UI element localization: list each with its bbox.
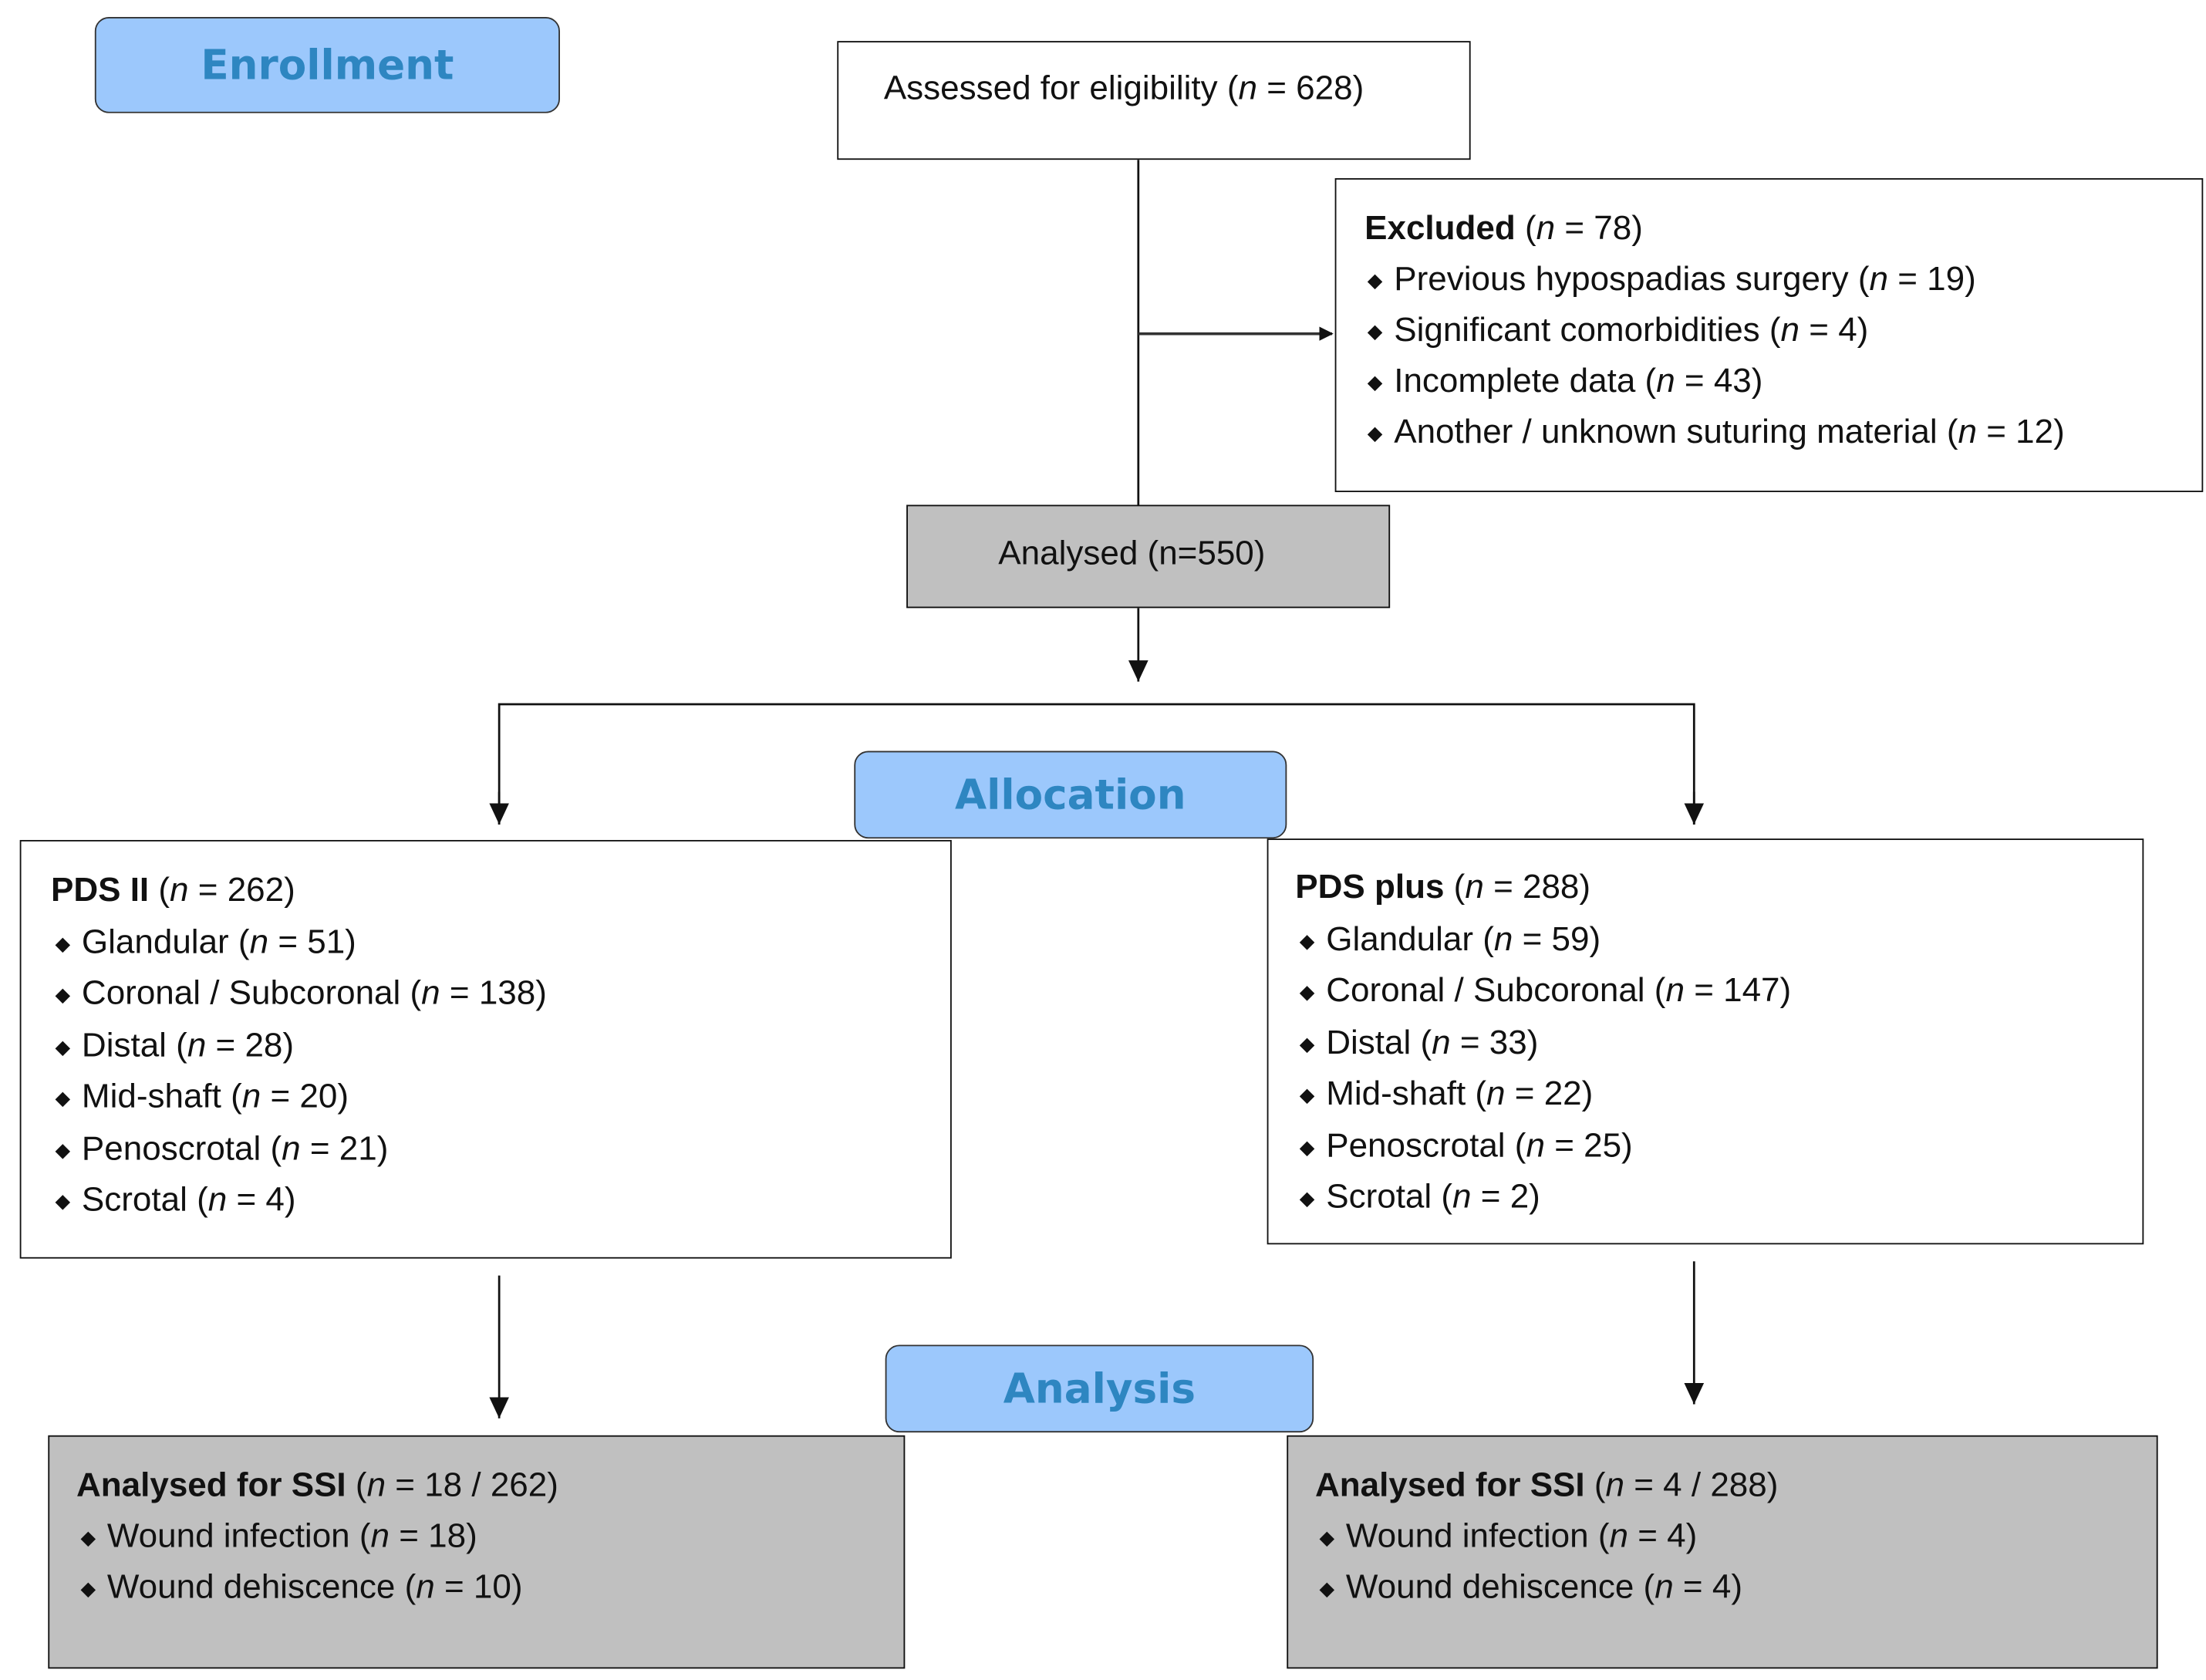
analysed-text: Analysed (n=550) [998, 534, 1266, 573]
assessed-box: Assessed for eligibility (n = 628) [837, 41, 1471, 160]
list-item: ◆Distal (n = 28) [55, 1026, 295, 1064]
list-item: ◆Wound infection (n = 4) [1319, 1517, 1698, 1556]
list-item: ◆Scrotal (n = 2) [1299, 1178, 1540, 1216]
bullet-icon: ◆ [1319, 1526, 1335, 1549]
ssi-left-box: Analysed for SSI (n = 18 / 262) ◆Wound in… [48, 1435, 906, 1669]
box-title: Excluded (n = 78) [1364, 209, 1643, 248]
bullet-icon: ◆ [1299, 928, 1315, 951]
box-title: Analysed for SSI (n = 4 / 288) [1314, 1466, 1779, 1505]
ssi-right-box: Analysed for SSI (n = 4 / 288) ◆Wound inf… [1287, 1435, 2158, 1669]
box-title: PDS II (n = 262) [50, 871, 295, 909]
list-item: ◆Penoscrotal (n = 21) [55, 1128, 389, 1168]
bullet-icon: ◆ [1299, 1186, 1315, 1209]
bullet-icon: ◆ [1299, 1135, 1315, 1158]
bullet-icon: ◆ [55, 931, 71, 954]
bullet-icon: ◆ [55, 1085, 71, 1109]
bullet-icon: ◆ [1299, 1031, 1315, 1054]
list-item: ◆Coronal / Subcoronal (n = 147) [1299, 971, 1792, 1010]
bullet-icon: ◆ [55, 983, 71, 1006]
list-item: ◆Penoscrotal (n = 25) [1299, 1126, 1633, 1165]
list-item: ◆Wound dehiscence (n = 4) [1319, 1568, 1742, 1607]
list-item: ◆Wound dehiscence (n = 10) [80, 1568, 523, 1607]
analysed-box: Analysed (n=550) [906, 504, 1391, 609]
bullet-icon: ◆ [1367, 421, 1383, 444]
stage-analysis: Analysis [885, 1344, 1314, 1433]
assessed-text: Assessed for eligibility (n = 628) [883, 69, 1364, 108]
pdsplus-box: PDS plus (n = 288) ◆Glandular (n = 59) ◆Co… [1267, 838, 2144, 1245]
bullet-icon: ◆ [1367, 319, 1383, 342]
list-item: ◆Incomplete data (n = 43) [1367, 362, 1763, 400]
bullet-icon: ◆ [80, 1526, 96, 1549]
bullet-icon: ◆ [55, 1189, 71, 1213]
list-item: ◆Mid-shaft (n = 22) [1299, 1074, 1594, 1113]
list-item: ◆Significant comorbidities (n = 4) [1367, 311, 1869, 349]
box-title: Analysed for SSI (n = 18 / 262) [76, 1466, 558, 1505]
bullet-icon: ◆ [1319, 1577, 1335, 1600]
list-item: ◆Coronal / Subcoronal (n = 138) [55, 974, 547, 1013]
box-title: PDS plus (n = 288) [1295, 868, 1591, 907]
stage-allocation: Allocation [854, 751, 1287, 839]
bullet-icon: ◆ [55, 1034, 71, 1058]
list-item: ◆Scrotal (n = 4) [55, 1180, 296, 1220]
list-item: ◆Glandular (n = 51) [55, 923, 356, 961]
list-item: ◆Mid-shaft (n = 20) [55, 1077, 349, 1116]
list-item: ◆Distal (n = 33) [1299, 1023, 1539, 1061]
split-line [498, 703, 1695, 825]
bullet-icon: ◆ [1367, 370, 1383, 393]
list-item: ◆Glandular (n = 59) [1299, 919, 1601, 959]
list-item: ◆Previous hypospadias surgery (n = 19) [1367, 260, 1976, 299]
bullet-icon: ◆ [1299, 1083, 1315, 1106]
pds2-box: PDS II (n = 262) ◆Glandular (n = 51) ◆Coro… [19, 839, 952, 1259]
bullet-icon: ◆ [1367, 268, 1383, 292]
bullet-icon: ◆ [55, 1137, 71, 1161]
bullet-icon: ◆ [80, 1577, 96, 1600]
list-item: ◆Wound infection (n = 18) [80, 1517, 477, 1556]
bullet-icon: ◆ [1299, 980, 1315, 1003]
stage-enrollment: Enrollment [94, 16, 560, 113]
list-item: ◆Another / unknown suturing material (n … [1367, 413, 2065, 451]
excluded-box: Excluded (n = 78) ◆Previous hypospadias s… [1334, 177, 2204, 492]
